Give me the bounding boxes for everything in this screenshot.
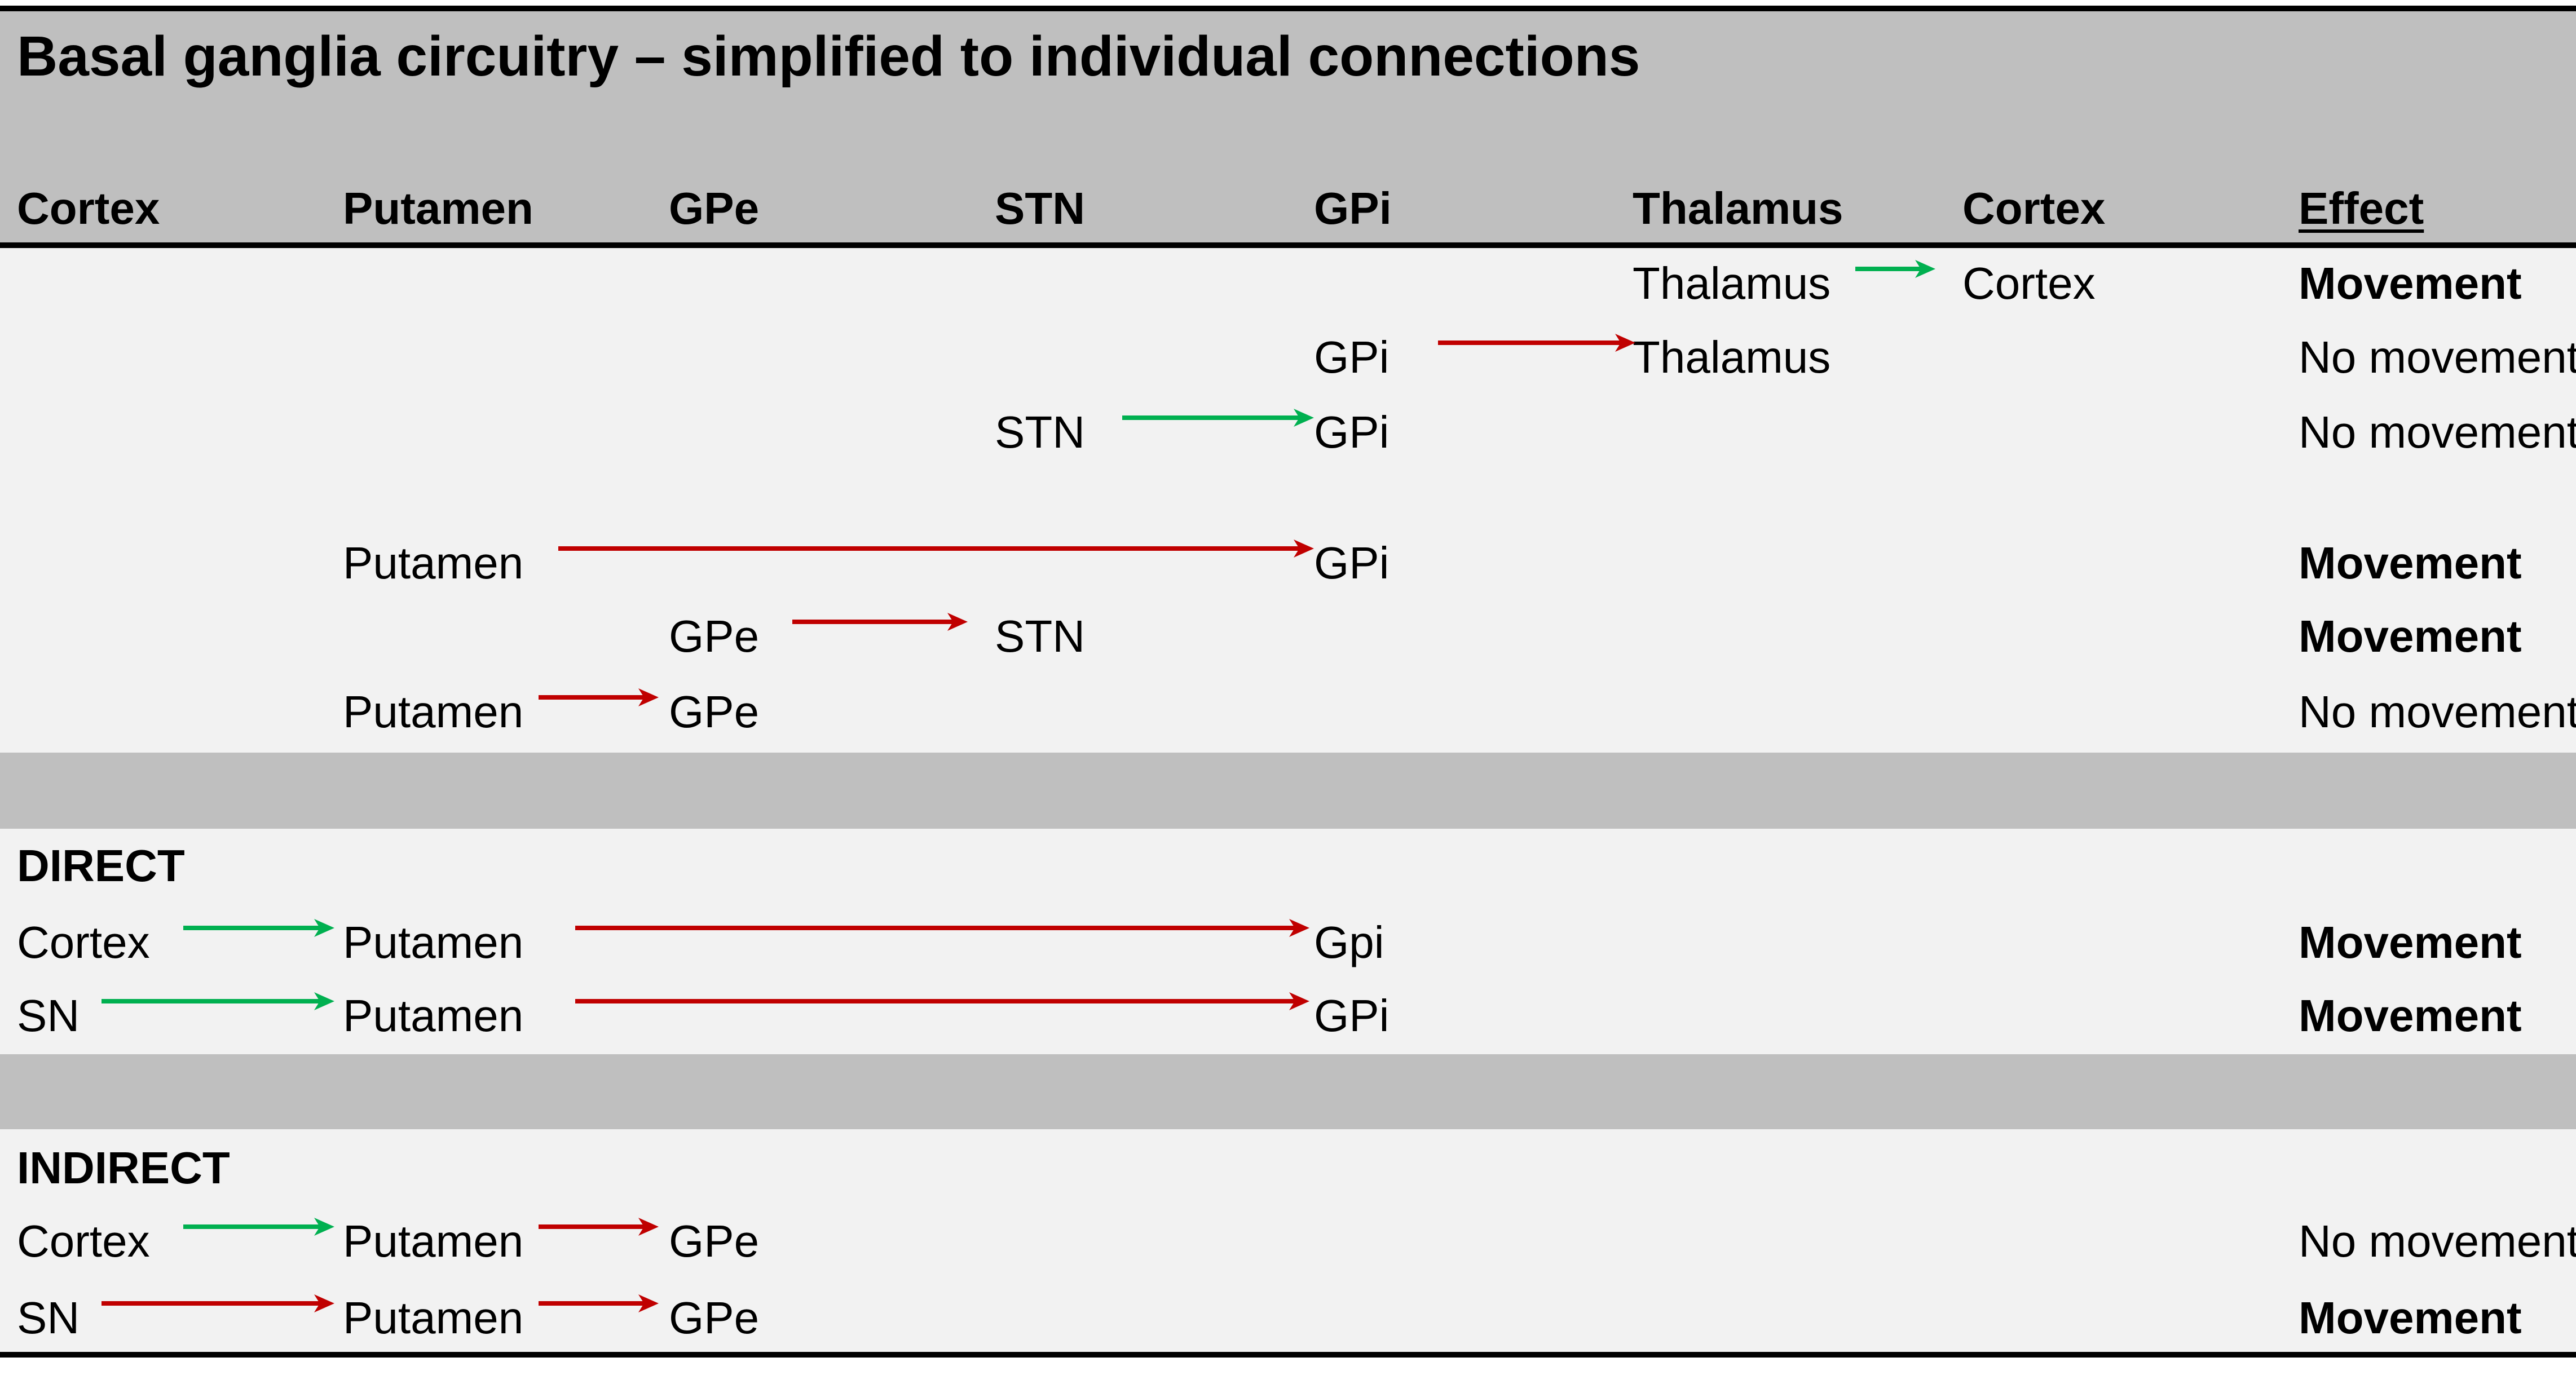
node-label: Cortex — [17, 917, 150, 967]
connection-row: SN Putamen GPe Movement — [0, 1281, 2576, 1355]
node-label: Thalamus — [1633, 332, 1831, 382]
node-label: GPi — [1314, 991, 1390, 1041]
effect-label: No movement — [2299, 407, 2576, 457]
node-label: INDIRECT — [17, 1143, 230, 1193]
column-header-putamen: Putamen — [343, 183, 533, 233]
node-label: GPe — [669, 687, 760, 737]
effect-label: Movement — [2299, 538, 2522, 588]
column-header-stn: STN — [995, 183, 1085, 233]
connection-row: STN GPi No movement — [0, 396, 2576, 469]
page-title: Basal ganglia circuitry – simplified to … — [17, 25, 1640, 88]
green-right-arrow-icon — [1855, 260, 1935, 278]
node-label: SN — [17, 991, 80, 1041]
green-right-arrow-icon — [1122, 409, 1314, 427]
red-right-arrow-icon — [575, 992, 1309, 1010]
section-separator — [0, 1054, 2576, 1129]
green-right-arrow-icon — [183, 1218, 334, 1236]
node-label: Putamen — [343, 538, 524, 588]
node-label: SN — [17, 1293, 80, 1343]
connection-row: Putamen GPe No movement — [0, 675, 2576, 749]
column-header-cortex: Cortex — [17, 183, 160, 233]
red-right-arrow-icon — [1438, 334, 1635, 352]
header-divider-rule — [0, 242, 2576, 248]
node-label: Putamen — [343, 687, 524, 737]
red-right-arrow-icon — [539, 688, 659, 706]
red-right-arrow-icon — [539, 1218, 659, 1236]
node-label: Putamen — [343, 917, 524, 967]
node-label: Cortex — [1962, 258, 2096, 308]
connection-row: Cortex Putamen Gpi Movement — [0, 906, 2576, 979]
effect-label: No movement — [2299, 687, 2576, 737]
red-right-arrow-icon — [575, 919, 1309, 937]
column-header-gpe: GPe — [669, 183, 760, 233]
connection-row: GPe STN Movement — [0, 600, 2576, 673]
node-label: Putamen — [343, 1293, 524, 1343]
node-label: GPi — [1314, 332, 1390, 382]
column-headers: Cortex Putamen GPe STN GPi Thalamus Cortex Effe… — [0, 172, 2576, 245]
green-right-arrow-icon — [183, 919, 334, 937]
node-label: Thalamus — [1633, 258, 1831, 308]
effect-label: Movement — [2299, 258, 2522, 308]
effect-label: Movement — [2299, 1293, 2522, 1343]
node-label: Cortex — [17, 1216, 150, 1266]
red-right-arrow-icon — [558, 540, 1314, 558]
node-label: Putamen — [343, 1216, 524, 1266]
header-band — [0, 11, 2576, 242]
section-separator — [0, 753, 2576, 829]
section-label-row: INDIRECT — [0, 1131, 2576, 1205]
section-label-row: DIRECT — [0, 829, 2576, 903]
red-right-arrow-icon — [792, 613, 968, 631]
effect-label: Movement — [2299, 991, 2522, 1041]
effect-label: No movement — [2299, 332, 2576, 382]
node-label: Gpi — [1314, 917, 1384, 967]
bottom-rule — [0, 1352, 2576, 1358]
effect-label: Movement — [2299, 611, 2522, 661]
node-label: Putamen — [343, 991, 524, 1041]
node-label: GPi — [1314, 538, 1390, 588]
node-label: STN — [995, 611, 1085, 661]
connection-row: SN Putamen GPi Movement — [0, 979, 2576, 1053]
column-header-effect: Effect — [2299, 183, 2424, 233]
effect-label: No movement — [2299, 1216, 2576, 1266]
connection-row: Cortex Putamen GPe No movement — [0, 1205, 2576, 1278]
red-right-arrow-icon — [102, 1294, 334, 1312]
green-right-arrow-icon — [102, 992, 334, 1010]
column-header-thalamus: Thalamus — [1633, 183, 1843, 233]
node-label: GPe — [669, 611, 760, 661]
connection-row: Thalamus Cortex Movement — [0, 247, 2576, 320]
top-rule — [0, 6, 2576, 11]
red-right-arrow-icon — [539, 1294, 659, 1312]
node-label: GPi — [1314, 407, 1390, 457]
node-label: GPe — [669, 1293, 760, 1343]
node-label: DIRECT — [17, 841, 185, 891]
node-label: GPe — [669, 1216, 760, 1266]
column-header-cortex: Cortex — [1962, 183, 2106, 233]
node-label: STN — [995, 407, 1085, 457]
column-header-gpi: GPi — [1314, 183, 1392, 233]
connection-row: GPi Thalamus No movement — [0, 321, 2576, 394]
effect-label: Movement — [2299, 917, 2522, 967]
connection-row: Putamen GPi Movement — [0, 527, 2576, 600]
